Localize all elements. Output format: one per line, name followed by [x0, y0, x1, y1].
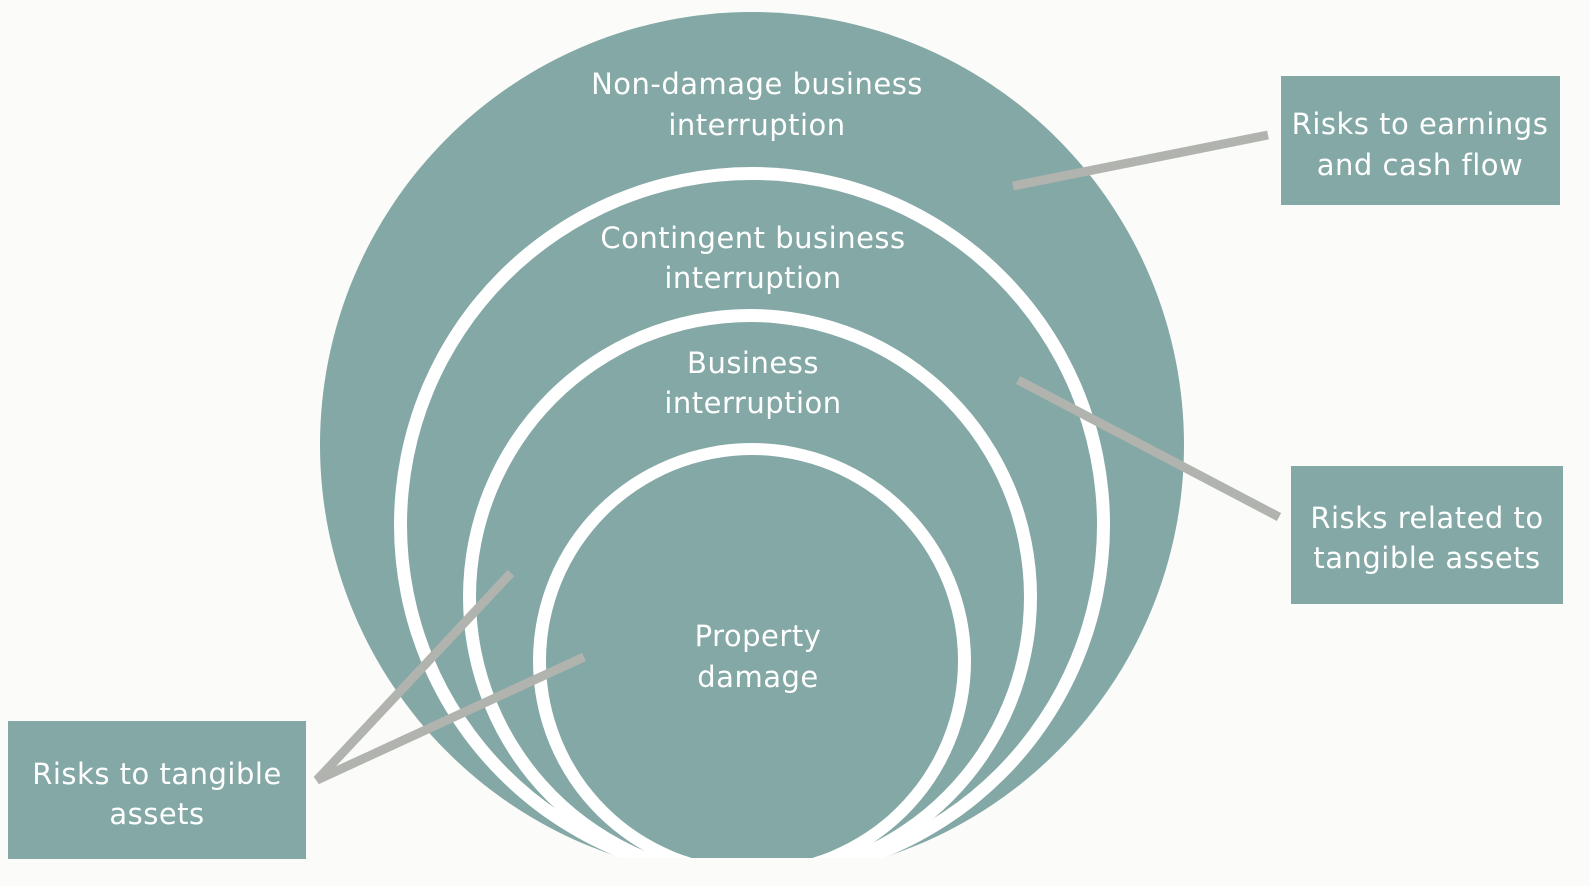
- ring-label-non-damage-1: Non-damage business: [591, 67, 923, 101]
- ring-label-contingent-1: Contingent business: [600, 221, 905, 255]
- ring-label-business-2: interruption: [664, 386, 841, 420]
- callout-related-line1: Risks related to: [1310, 501, 1543, 535]
- ring-label-property-1: Property: [695, 619, 822, 653]
- ring-label-non-damage-2: interruption: [668, 108, 845, 142]
- callout-related-line2: tangible assets: [1313, 541, 1540, 575]
- callout-tangible-box: [8, 721, 306, 859]
- callout-tangible: Risks to tangible assets: [8, 721, 306, 859]
- ring-label-property-2: damage: [697, 660, 818, 694]
- callout-earnings-line2: and cash flow: [1317, 148, 1523, 182]
- ring-label-contingent-2: interruption: [664, 261, 841, 295]
- connector-related: [1015, 376, 1282, 521]
- connectors: [313, 130, 1282, 785]
- callout-earnings: Risks to earnings and cash flow: [1281, 76, 1560, 205]
- callout-tangible-line2: assets: [109, 797, 204, 831]
- ring-label-business-1: Business: [687, 346, 819, 380]
- ring-property: [546, 455, 958, 858]
- callout-related: Risks related to tangible assets: [1291, 466, 1563, 604]
- callout-related-box: [1291, 466, 1563, 604]
- callout-earnings-box: [1281, 76, 1560, 205]
- callout-tangible-line1: Risks to tangible: [32, 757, 282, 791]
- connector-tangible: [313, 569, 586, 785]
- callout-earnings-line1: Risks to earnings: [1292, 107, 1549, 141]
- connector-earnings: [1012, 130, 1269, 191]
- nested-circles: [320, 12, 1184, 858]
